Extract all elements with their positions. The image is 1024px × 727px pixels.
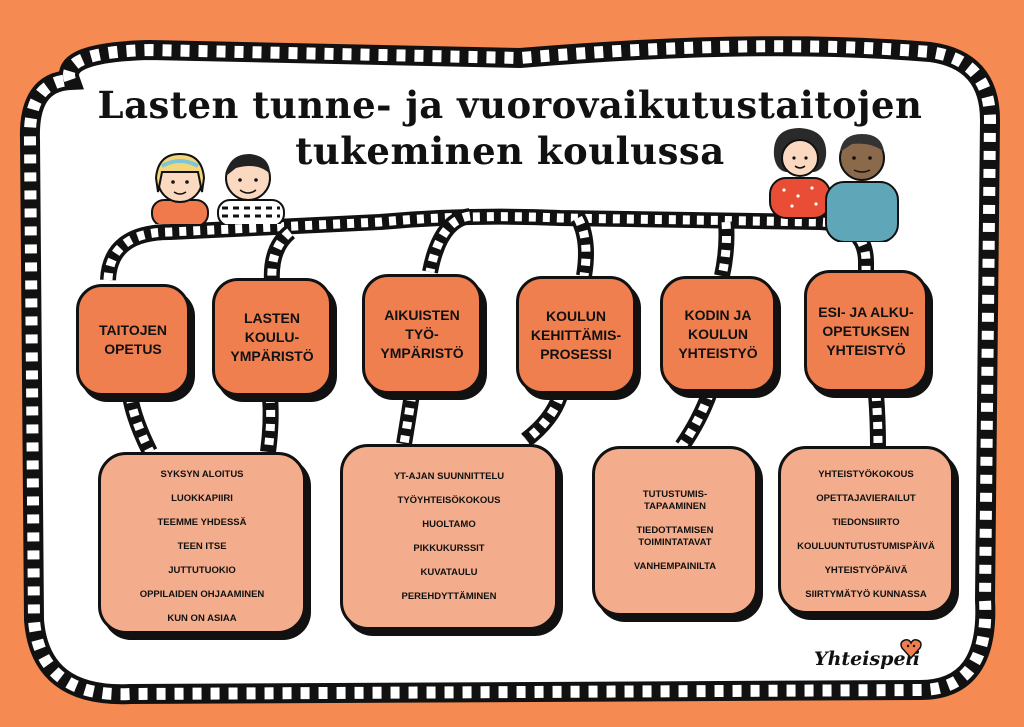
connector-branches [263, 208, 735, 283]
list-item: OPPILAIDEN OHJAAMINEN [139, 589, 265, 600]
list-item: KUVATAULU [420, 567, 478, 578]
logo-text: Yhteispeli [814, 648, 920, 670]
activity-box-2: YT-AJAN SUUNNITTELU TYÖYHTEISÖKOKOUS HUO… [340, 444, 558, 630]
list-item: SIIRTYMÄTYÖ KUNNASSA [805, 589, 927, 600]
category-kodin-ja-koulun-yhteistyo: KODIN JA KOULUN YHTEISTYÖ [660, 276, 776, 392]
list-item: KUN ON ASIAA [167, 613, 237, 624]
list-item: LUOKKAPIIRI [171, 493, 233, 504]
list-item: TIEDONSIIRTO [832, 517, 900, 528]
list-item: TEEMME YHDESSÄ [157, 517, 247, 528]
panel-border-stripes [23, 40, 997, 701]
activity-box-1: SYKSYN ALOITUS LUOKKAPIIRI TEEMME YHDESS… [98, 452, 306, 634]
heart-icon [900, 639, 922, 660]
list-item: TIEDOTTAMISEN TOIMINTATAVAT [636, 525, 714, 548]
list-item: VANHEMPAINILTA [633, 561, 717, 572]
adult-woman-icon [769, 128, 831, 219]
list-item: OPETTAJAVIERAILUT [816, 493, 916, 504]
list-item: TYÖYHTEISÖKOKOUS [397, 495, 501, 506]
list-item: YT-AJAN SUUNNITTELU [393, 471, 505, 482]
children-illustration [151, 152, 285, 224]
child-girl-icon [151, 152, 209, 224]
category-koulun-kehittamisprosessi: KOULUN KEHITTÄMIS- PROSESSI [516, 276, 636, 394]
connector-lower [122, 389, 886, 456]
child-boy-icon [217, 154, 285, 224]
list-item: SYKSYN ALOITUS [160, 469, 244, 480]
list-item: YHTEISTYÖKOKOUS [818, 469, 914, 480]
category-esi-ja-alkuopetuksen-yhteistyo: ESI- JA ALKU- OPETUKSEN YHTEISTYÖ [804, 270, 928, 392]
category-lasten-kouluymparisto: LASTEN KOULU- YMPÄRISTÖ [212, 278, 332, 396]
list-item: PIKKUKURSSIT [413, 543, 485, 554]
list-item: PEREHDYTTÄMINEN [401, 591, 497, 602]
list-item: JUTTUTUOKIO [168, 565, 236, 576]
category-aikuisten-tyoymparisto: AIKUISTEN TYÖ- YMPÄRISTÖ [362, 274, 482, 394]
category-taitojen-opetus: TAITOJEN OPETUS [76, 284, 190, 396]
list-item: YHTEISTYÖPÄIVÄ [824, 565, 908, 576]
list-item: TEEN ITSE [177, 541, 227, 552]
title-line-2: tukeminen koulussa [295, 129, 725, 173]
list-item: TUTUSTUMIS- TAPAAMINEN [642, 489, 708, 512]
activity-box-4: YHTEISTYÖKOKOUS OPETTAJAVIERAILUT TIEDON… [778, 446, 954, 614]
poster-title: Lasten tunne- ja vuorovaikutustaitojen t… [60, 82, 960, 174]
activity-box-3: TUTUSTUMIS- TAPAAMINEN TIEDOTTAMISEN TOI… [592, 446, 758, 616]
adult-man-icon [825, 134, 899, 242]
list-item: HUOLTAMO [422, 519, 476, 530]
adults-illustration [769, 128, 899, 242]
list-item: KOULUUNTUTUSTUMISPÄIVÄ [797, 541, 935, 552]
title-line-1: Lasten tunne- ja vuorovaikutustaitojen [97, 83, 923, 127]
